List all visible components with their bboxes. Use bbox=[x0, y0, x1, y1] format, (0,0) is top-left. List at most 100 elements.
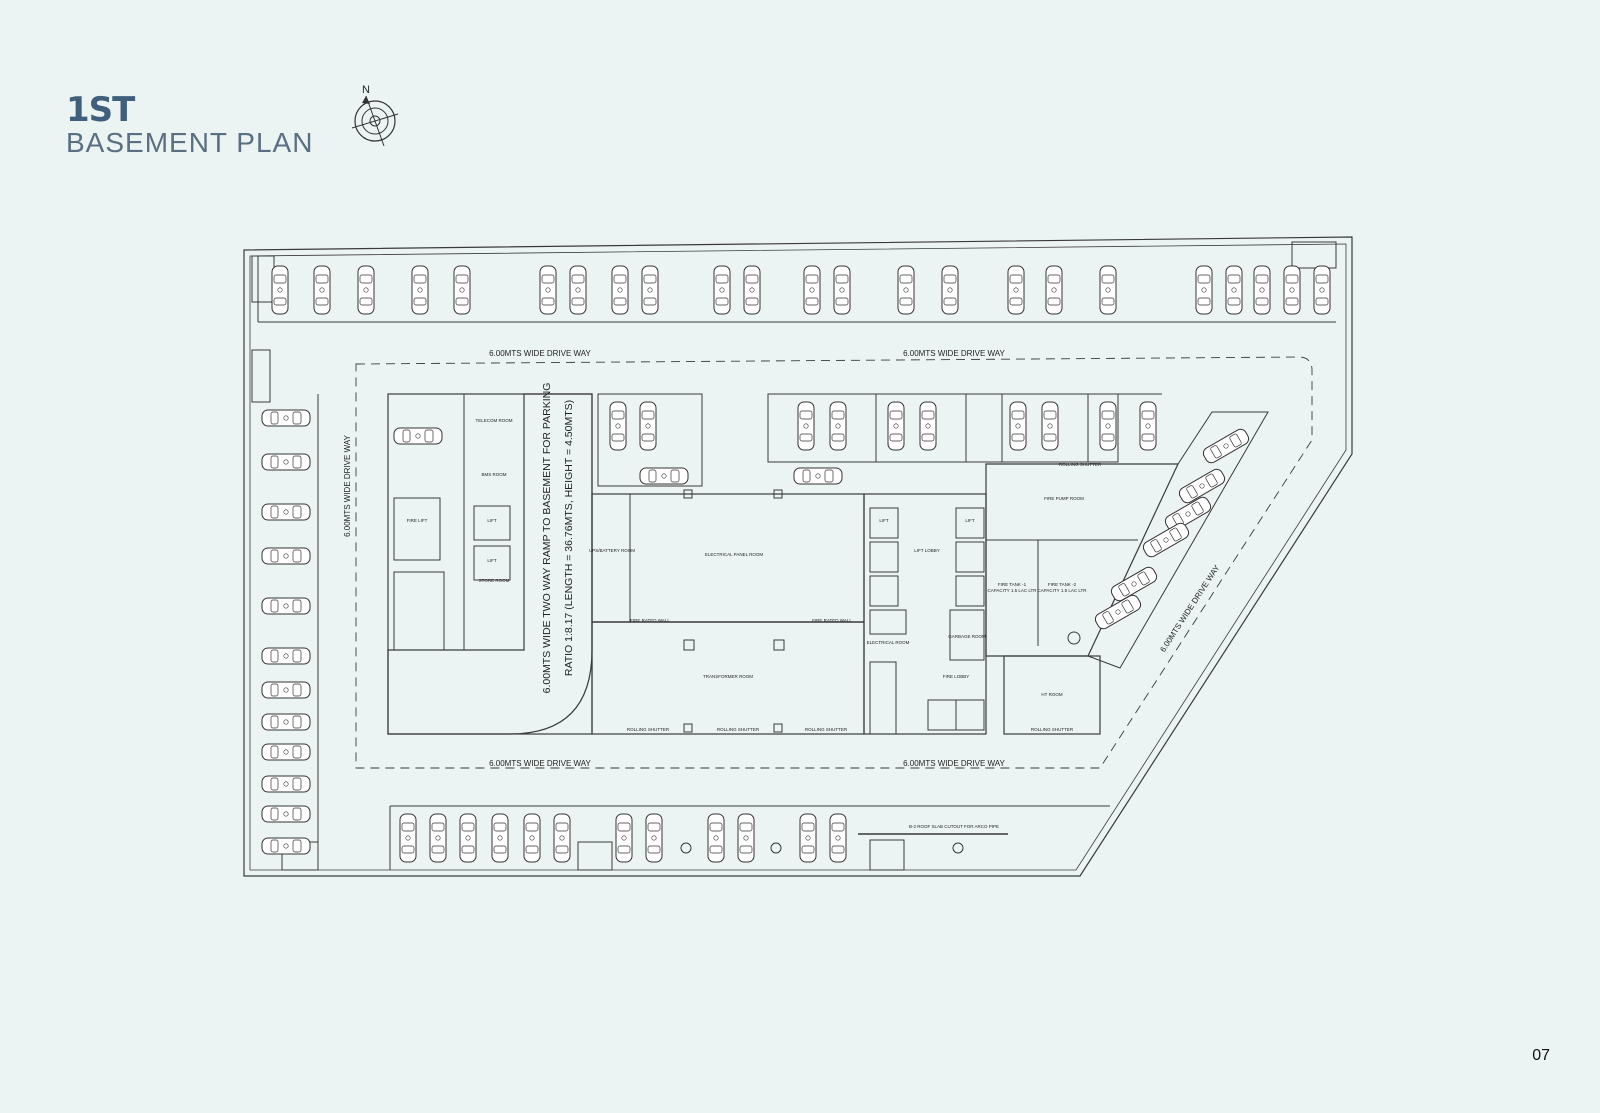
rolling-shutter-label-1: ROLLING SHUTTER bbox=[627, 727, 670, 732]
north-arrow-icon: N bbox=[351, 84, 399, 147]
fire-tank-1-capacity: CAPACITY 1.5 LAC LTR bbox=[987, 588, 1037, 593]
parking-bay bbox=[1139, 401, 1157, 451]
parking-bay bbox=[261, 713, 311, 731]
drive-label-top-right: 6.00MTS WIDE DRIVE WAY bbox=[903, 349, 1005, 358]
bottom-parking-row bbox=[399, 813, 847, 863]
fire-tank-1-label: FIRE TANK -1 bbox=[998, 582, 1027, 587]
ups-battery-room-label: UPS/BATTERY ROOM bbox=[589, 548, 635, 553]
drive-way-path bbox=[355, 356, 1313, 769]
electrical-room-label: ELECTRICAL ROOM bbox=[867, 640, 910, 645]
parking-bay bbox=[313, 265, 331, 315]
telecom-room-label: TELECOM ROOM bbox=[475, 418, 512, 423]
parking-bay bbox=[941, 265, 959, 315]
top-parking-row bbox=[271, 265, 1331, 315]
fire-rated-wall-label-2: FIRE RATED WALL bbox=[812, 618, 852, 623]
parking-bay bbox=[887, 401, 905, 451]
parking-bay bbox=[833, 265, 851, 315]
drive-label-top-left: 6.00MTS WIDE DRIVE WAY bbox=[489, 349, 591, 358]
diagonal-parking bbox=[1092, 426, 1252, 632]
rolling-shutter-label-3: ROLLING SHUTTER bbox=[805, 727, 848, 732]
fire-tank-2-label: FIRE TANK -2 bbox=[1048, 582, 1077, 587]
parking-bay bbox=[261, 547, 311, 565]
parking-bay bbox=[639, 467, 689, 485]
ramp-ratio-label: RATIO 1:8.17 (LENGTH = 36.76MTS, HEIGHT … bbox=[563, 400, 575, 676]
left-parking-column bbox=[261, 409, 311, 855]
garbage-room-label: GARBAGE ROOM bbox=[948, 634, 986, 639]
parking-bay bbox=[609, 401, 627, 451]
drive-label-bottom-left: 6.00MTS WIDE DRIVE WAY bbox=[489, 759, 591, 768]
parking-bay bbox=[1099, 401, 1117, 451]
parking-bay bbox=[1099, 265, 1117, 315]
parking-bay bbox=[261, 453, 311, 471]
parking-bay bbox=[459, 813, 477, 863]
lift-label-1: LIFT bbox=[487, 518, 497, 523]
parking-bay bbox=[1041, 401, 1059, 451]
parking-bay bbox=[713, 265, 731, 315]
parking-bay bbox=[523, 813, 541, 863]
parking-bay bbox=[743, 265, 761, 315]
rolling-shutter-label-5: ROLLING SHUTTER bbox=[1059, 462, 1102, 467]
drive-label-bottom-right: 6.00MTS WIDE DRIVE WAY bbox=[903, 759, 1005, 768]
drive-label-left: 6.00MTS WIDE DRIVE WAY bbox=[343, 434, 352, 536]
site-boundary bbox=[243, 236, 1353, 877]
parking-bay bbox=[261, 647, 311, 665]
parking-bay bbox=[645, 813, 663, 863]
parking-bay bbox=[799, 813, 817, 863]
compass-north-letter: N bbox=[362, 84, 370, 96]
parking-bay bbox=[639, 401, 657, 451]
lift-lobby-label: LIFT LOBBY bbox=[914, 548, 939, 553]
parking-bay bbox=[453, 265, 471, 315]
parking-bay bbox=[399, 813, 417, 863]
parking-bay bbox=[641, 265, 659, 315]
plan-level-number: 1ST bbox=[66, 90, 135, 130]
page-number: 07 bbox=[1532, 1047, 1550, 1064]
parking-bay bbox=[1253, 265, 1271, 315]
parking-bay bbox=[393, 427, 443, 445]
parking-bay bbox=[797, 401, 815, 451]
parking-bay bbox=[707, 813, 725, 863]
drive-label-diagonal: 6.00MTS WIDE DRIVE WAY bbox=[1158, 563, 1221, 654]
transformer-room-label: TRANSFORMER ROOM bbox=[703, 674, 753, 679]
title-block: 1ST BASEMENT PLAN bbox=[66, 92, 313, 158]
plan-title: BASEMENT PLAN bbox=[66, 127, 314, 158]
parking-bay bbox=[1007, 265, 1025, 315]
parking-bay bbox=[261, 681, 311, 699]
ramp-label: 6.00MTS WIDE TWO WAY RAMP TO BASEMENT FO… bbox=[541, 383, 553, 694]
parking-bay bbox=[919, 401, 937, 451]
parking-bay bbox=[271, 265, 289, 315]
parking-bay bbox=[553, 813, 571, 863]
parking-bay bbox=[261, 597, 311, 615]
parking-bay bbox=[1225, 265, 1243, 315]
parking-bay bbox=[1195, 265, 1213, 315]
fire-rated-wall-label: FIRE RATED WALL bbox=[630, 618, 670, 623]
rolling-shutter-label-2: ROLLING SHUTTER bbox=[717, 727, 760, 732]
parking-bay bbox=[261, 837, 311, 855]
store-room-label: STORE ROOM bbox=[479, 578, 510, 583]
inner-parking bbox=[393, 401, 1157, 485]
fire-lift-label: FIRE LIFT bbox=[407, 518, 428, 523]
parking-bay bbox=[611, 265, 629, 315]
parking-bay bbox=[615, 813, 633, 863]
parking-bay bbox=[803, 265, 821, 315]
parking-bay bbox=[357, 265, 375, 315]
ramp-outline bbox=[387, 393, 593, 735]
fire-pump-room-label: FIRE PUMP ROOM bbox=[1044, 496, 1084, 501]
parking-bay bbox=[569, 265, 587, 315]
parking-bay bbox=[261, 503, 311, 521]
lift-label-3: LIFT bbox=[879, 518, 889, 523]
parking-bay bbox=[897, 265, 915, 315]
parking-bay bbox=[261, 743, 311, 761]
parking-bay bbox=[1045, 265, 1063, 315]
electrical-panel-room-label: ELECTRICAL PANEL ROOM bbox=[705, 552, 764, 557]
slab-cutout-label: B-2 ROOF SLAB CUTOUT FOR ARCO PIPE bbox=[909, 824, 999, 829]
parking-bay bbox=[411, 265, 429, 315]
parking-bay bbox=[1313, 265, 1331, 315]
bms-room-label: BMS ROOM bbox=[481, 472, 506, 477]
parking-bay bbox=[793, 467, 843, 485]
parking-bay bbox=[261, 775, 311, 793]
parking-bay bbox=[261, 409, 311, 427]
parking-bay bbox=[737, 813, 755, 863]
lift-label-4: LIFT bbox=[965, 518, 975, 523]
parking-bay bbox=[491, 813, 509, 863]
